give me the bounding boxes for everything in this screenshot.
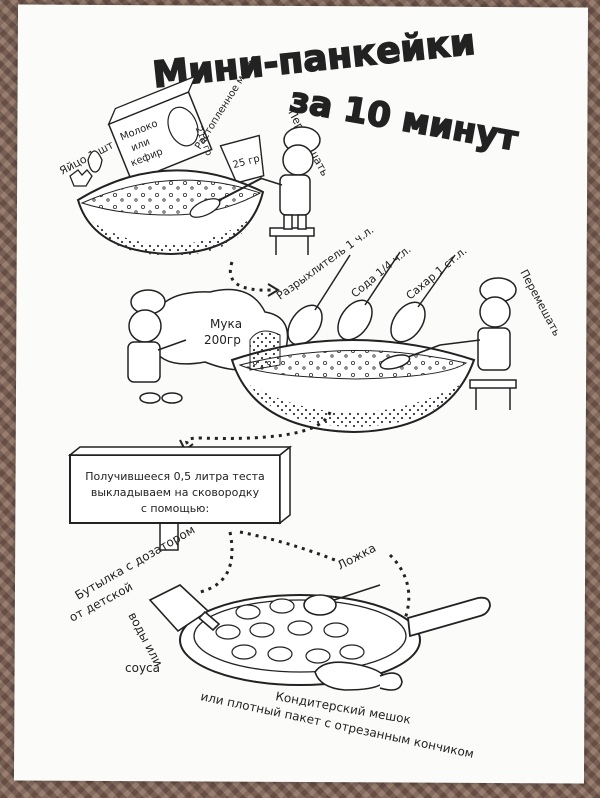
title-line2: за 10 минут [287,80,521,159]
milk-carton: Молоко или кефир 210 гр [107,75,213,183]
sign-line3: с помощью: [141,502,209,515]
arrow-1 [229,261,273,292]
bottle-label-3: воды или [125,610,165,669]
arrow-5 [383,553,411,656]
step2-bowl-group: Разрыхлитель 1 ч.л. Сода 1/4 ч.л. Сахар … [127,223,563,434]
flour-label: Мука [210,317,242,331]
arrow-4 [239,530,341,564]
spoon-icons [287,251,456,346]
butter-cup: 25 гр [219,134,265,184]
egg-shell-icon [69,169,93,187]
pancake-icons [215,598,365,664]
pan-group [179,594,491,686]
piping-bag-icon [314,661,403,691]
arrow-3 [199,531,234,594]
mix-label-2: Перемешать [517,267,563,338]
chef-icon-3 [379,277,517,410]
ladle-icon [303,584,381,616]
egg-icon [87,150,103,173]
sign-line2: выкладываем на сковородку [91,486,260,499]
spoon-label: Ложка [335,541,378,573]
bottle-label-4: соуса [125,661,160,675]
squeeze-bottle-icon [148,584,221,633]
sign-line1: Получившееся 0,5 литра теста [85,470,265,483]
sign-board: Получившееся 0,5 литра теста выкладываем… [67,445,293,551]
arrow-2 [185,411,332,448]
chef-icon-1 [259,126,321,255]
flour-amount: 200гр [204,333,241,347]
chef-icon-2 [127,289,187,404]
